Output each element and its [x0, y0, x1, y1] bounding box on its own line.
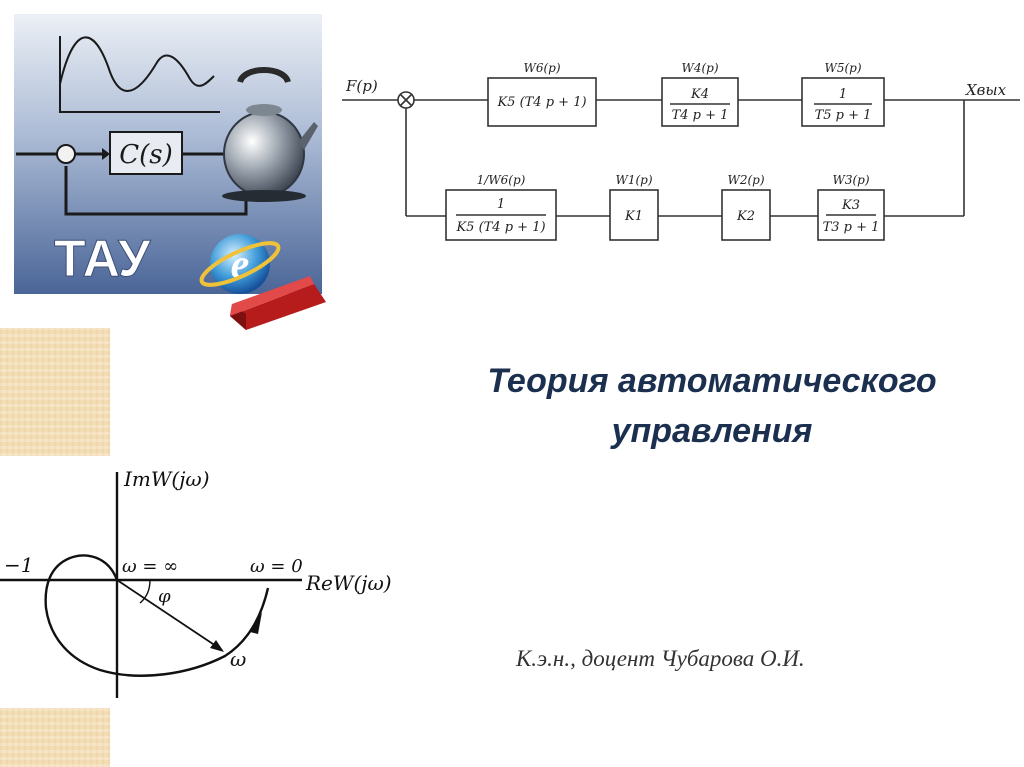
output-label: Xвых	[965, 81, 1007, 99]
phi-label: φ	[158, 586, 171, 607]
logo-tau-text: ТАУ	[54, 230, 151, 288]
internet-explorer-icon: e	[199, 234, 281, 294]
decorative-strip-bottom	[0, 708, 110, 767]
nyquist-curve	[44, 554, 270, 677]
omega-infinity-label: ω = ∞	[122, 556, 178, 577]
block-w6	[487, 77, 597, 127]
block-denominator: T5 p + 1	[815, 108, 872, 123]
input-label: F(p)	[345, 77, 378, 95]
author-line: К.э.н., доцент Чубарова О.И.	[516, 646, 805, 671]
block-name: W3(p)	[832, 173, 869, 187]
block-name: W1(p)	[615, 173, 652, 187]
tau-logo: C(s) ТАУ e	[14, 14, 326, 330]
block-name: 1/W6(p)	[477, 173, 526, 187]
decorative-strip-top	[0, 328, 110, 456]
block-numerator: K4	[690, 87, 709, 102]
block-name: W4(p)	[681, 61, 718, 75]
block-numerator: K1	[624, 209, 643, 224]
frequency-vector	[116, 579, 223, 651]
block-numerator: 1	[839, 87, 847, 102]
title-line-1: Теория автоматического	[487, 362, 937, 400]
logo-control-loop: C(s)	[16, 131, 248, 216]
curve-direction-arrow	[250, 612, 262, 634]
block-name: W5(p)	[824, 61, 861, 75]
block-denominator: T4 p + 1	[672, 108, 729, 123]
logo-transfer-function: C(s)	[119, 140, 173, 170]
block-w2	[721, 189, 771, 241]
block-diagram: F(p) Xвых W6(p) W4(p) W5(p) K5 (T4 p + 1…	[342, 61, 1020, 241]
response-curve-icon	[59, 36, 220, 113]
block-w5	[801, 77, 885, 127]
block-denominator: K5 (T4 p + 1)	[455, 220, 545, 235]
title-line-2: управления	[611, 412, 813, 450]
block-w1	[609, 189, 659, 241]
block-w4	[661, 77, 739, 127]
block-numerator: 1	[497, 197, 505, 212]
nyquist-plot: ImW(jω) ReW(jω) −1 ω = ∞ ω = 0 φ ω	[0, 467, 392, 698]
book-icon	[230, 276, 326, 330]
minus-one-label: −1	[4, 553, 33, 577]
block-name: W6(p)	[523, 61, 560, 75]
block-denominator: T3 p + 1	[823, 220, 880, 235]
block-numerator: K5 (T4 p + 1)	[496, 95, 586, 110]
block-name: W2(p)	[727, 173, 764, 187]
slide-title: Теория автоматического управления	[400, 356, 1024, 456]
block-numerator: K2	[736, 209, 755, 224]
omega-zero-label: ω = 0	[250, 556, 303, 577]
imag-axis-label: ImW(jω)	[123, 467, 210, 491]
real-axis-label: ReW(jω)	[305, 571, 392, 595]
block-numerator: K3	[841, 198, 860, 213]
omega-label: ω	[230, 647, 246, 671]
kettle-icon	[222, 67, 318, 202]
vector-arrow	[210, 640, 224, 652]
